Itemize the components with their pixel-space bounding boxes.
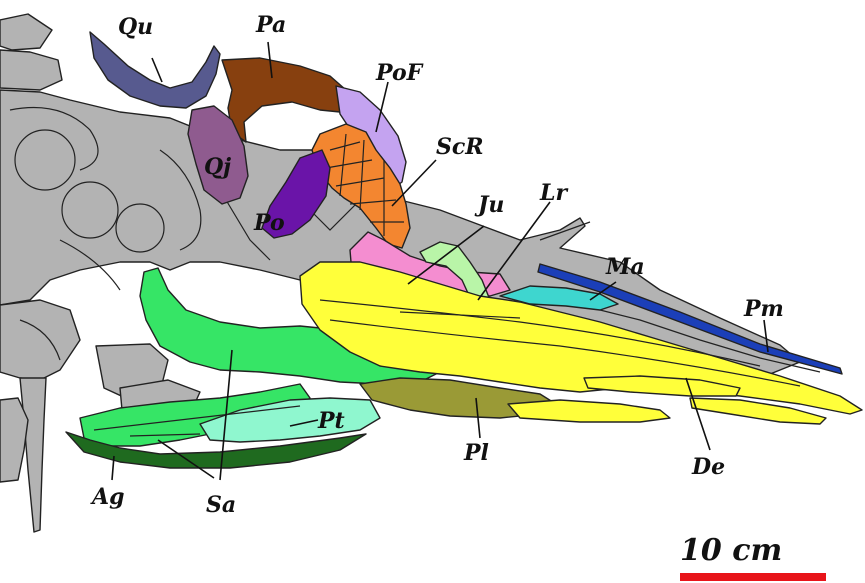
grey-bone-top-left-strip-2 [0,50,62,90]
scale-bar-line [680,573,826,581]
label-Qj: Qj [204,154,231,180]
label-Pl: Pl [463,440,489,466]
label-ScR: ScR [436,134,484,160]
grey-bone-lower-block [0,398,28,482]
grey-bone-vertical-post [20,378,46,532]
label-De: De [691,454,725,480]
scale-bar-label: 10 cm [680,533,782,568]
label-Pm: Pm [743,296,784,322]
leader-Qu [152,58,162,82]
bone-De-lower-strip[interactable] [508,400,670,422]
label-Ju: Ju [474,192,504,218]
label-Po: Po [253,210,285,236]
label-Sa: Sa [206,492,236,518]
scale-bar: 10 cm [680,533,826,581]
bone-Qu[interactable] [90,32,220,108]
label-Pt: Pt [317,408,345,434]
bone-Pa[interactable] [222,58,346,142]
grey-bone-top-left-strip [0,14,52,50]
label-Lr: Lr [539,180,568,206]
grey-bone-lower-left [0,300,80,380]
label-Pa: Pa [255,12,286,38]
label-PoF: PoF [375,60,424,86]
label-Qu: Qu [118,14,153,40]
label-Ma: Ma [605,254,645,280]
label-Ag: Ag [90,484,124,510]
